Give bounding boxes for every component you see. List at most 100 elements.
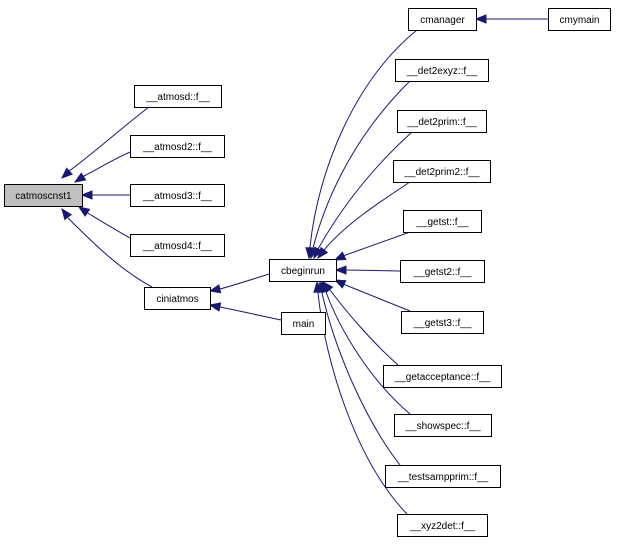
edge-line <box>317 131 413 250</box>
edge-showspec-to-cbeginrun <box>321 280 411 415</box>
node-box <box>130 135 225 158</box>
node-ciniatmos[interactable]: ciniatmos <box>144 287 211 310</box>
edge-line <box>345 269 401 272</box>
edge-atmosd2-to-catmoscnst1 <box>73 151 131 183</box>
edge-line <box>219 273 270 290</box>
node-box <box>397 110 487 133</box>
arrowhead-icon <box>80 190 93 200</box>
edge-line <box>342 283 411 312</box>
node-atmosd2[interactable]: __atmosd2::f__ <box>130 135 225 158</box>
node-label: __atmosd2::f__ <box>142 142 212 153</box>
node-testsampprim[interactable]: __testsampprim::f__ <box>385 465 501 488</box>
edge-line <box>67 106 150 173</box>
edge-getst-to-cbeginrun <box>333 231 411 261</box>
node-box <box>401 311 484 334</box>
arrowhead-icon <box>208 284 222 294</box>
node-det2prim2[interactable]: __det2prim2::f__ <box>393 160 491 183</box>
edge-det2prim-to-cbeginrun <box>313 131 413 260</box>
node-label: __getst3::f__ <box>413 318 472 329</box>
arrowhead-icon <box>73 172 87 183</box>
node-box <box>383 365 502 388</box>
arrowhead-icon <box>333 279 347 289</box>
edge-line <box>81 151 131 178</box>
edge-atmosd-to-catmoscnst1 <box>61 106 150 179</box>
nodes-layer: catmoscnst1__atmosd::f____atmosd2::f____… <box>4 8 611 537</box>
arrowhead-icon <box>61 207 73 221</box>
node-box <box>395 59 489 82</box>
arrowhead-icon <box>317 246 329 260</box>
edge-line <box>329 289 399 366</box>
arrowhead-icon <box>334 265 347 275</box>
node-getacceptance[interactable]: __getacceptance::f__ <box>383 365 502 388</box>
node-box <box>144 287 211 310</box>
edge-atmosd3-to-catmoscnst1 <box>80 190 130 200</box>
node-label: __getst2::f__ <box>413 267 472 278</box>
node-box <box>408 8 477 31</box>
node-label: __det2prim::f__ <box>406 117 477 128</box>
edge-line <box>342 231 411 257</box>
node-label: __atmosd3::f__ <box>142 191 212 202</box>
edge-line <box>321 292 401 466</box>
node-cmymain[interactable]: cmymain <box>548 8 611 31</box>
edge-line <box>312 80 411 249</box>
node-label: ciniatmos <box>156 294 198 305</box>
node-xyz2det[interactable]: __xyz2det::f__ <box>397 514 488 537</box>
arrowhead-icon <box>77 206 91 217</box>
node-getst[interactable]: __getst::f__ <box>403 210 482 233</box>
node-label: __det2prim2::f__ <box>403 167 479 178</box>
edge-ciniatmos-to-catmoscnst1 <box>61 207 153 288</box>
node-label: catmoscnst1 <box>15 191 72 202</box>
node-box <box>548 8 611 31</box>
node-label: cmymain <box>559 15 599 26</box>
node-label: __testsampprim::f__ <box>397 472 489 483</box>
node-box <box>4 184 83 207</box>
edge-line <box>85 211 131 239</box>
node-cbeginrun[interactable]: cbeginrun <box>269 259 337 282</box>
node-box <box>393 160 491 183</box>
node-label: __getacceptance::f__ <box>394 372 491 383</box>
node-getst3[interactable]: __getst3::f__ <box>401 311 484 334</box>
arrowhead-icon <box>474 14 487 24</box>
node-cmanager[interactable]: cmanager <box>408 8 477 31</box>
node-box <box>269 259 337 282</box>
edge-line <box>309 29 418 248</box>
node-showspec[interactable]: __showspec::f__ <box>394 414 492 437</box>
edge-line <box>219 306 282 321</box>
node-det2exyz[interactable]: __det2exyz::f__ <box>395 59 489 82</box>
edge-det2prim2-to-cbeginrun <box>317 181 411 260</box>
node-label: __atmosd::f__ <box>145 92 210 103</box>
arrowhead-icon <box>61 167 73 179</box>
node-catmoscnst1: catmoscnst1 <box>4 184 83 207</box>
node-label: __showspec::f__ <box>404 421 480 432</box>
arrowhead-icon <box>208 302 222 312</box>
node-box <box>400 260 485 283</box>
edge-cbeginrun-to-ciniatmos <box>208 273 270 294</box>
node-box <box>281 312 326 335</box>
node-getst2[interactable]: __getst2::f__ <box>400 260 485 283</box>
node-atmosd3[interactable]: __atmosd3::f__ <box>130 184 225 207</box>
arrowhead-icon <box>313 280 323 293</box>
edge-cmymain-to-cmanager <box>474 14 548 24</box>
edge-line <box>325 291 411 415</box>
edges-layer <box>61 14 548 515</box>
node-label: main <box>293 319 315 330</box>
edge-getst2-to-cbeginrun <box>334 265 401 275</box>
node-box <box>130 234 225 257</box>
edge-atmosd4-to-catmoscnst1 <box>77 206 131 239</box>
edge-getst3-to-cbeginrun <box>333 279 411 312</box>
node-box <box>134 85 222 108</box>
node-atmosd4[interactable]: __atmosd4::f__ <box>130 234 225 257</box>
edge-line <box>323 181 411 251</box>
node-label: __atmosd4::f__ <box>142 241 212 252</box>
node-atmosd[interactable]: __atmosd::f__ <box>134 85 222 108</box>
node-det2prim[interactable]: __det2prim::f__ <box>397 110 487 133</box>
edge-line <box>67 217 153 288</box>
node-main[interactable]: main <box>281 312 326 335</box>
node-label: __getst::f__ <box>415 217 469 228</box>
node-label: __det2exyz::f__ <box>406 66 478 77</box>
edge-main-to-ciniatmos <box>208 302 282 321</box>
node-label: cmanager <box>420 15 465 26</box>
node-label: cbeginrun <box>281 266 325 277</box>
node-box <box>397 514 488 537</box>
